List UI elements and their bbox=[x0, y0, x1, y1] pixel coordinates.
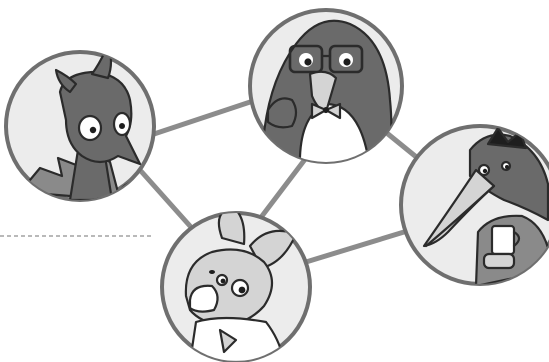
edge-penguin-rabbit bbox=[262, 158, 306, 216]
node-rabbit bbox=[162, 208, 310, 362]
edge-dragon-penguin bbox=[148, 100, 256, 136]
node-dragon bbox=[6, 44, 154, 200]
node-penguin bbox=[250, 10, 402, 170]
edge-dragon-rabbit bbox=[140, 170, 190, 226]
node-bird bbox=[401, 126, 549, 286]
edge-penguin-bird bbox=[388, 134, 420, 160]
edge-rabbit-bird bbox=[306, 232, 404, 262]
